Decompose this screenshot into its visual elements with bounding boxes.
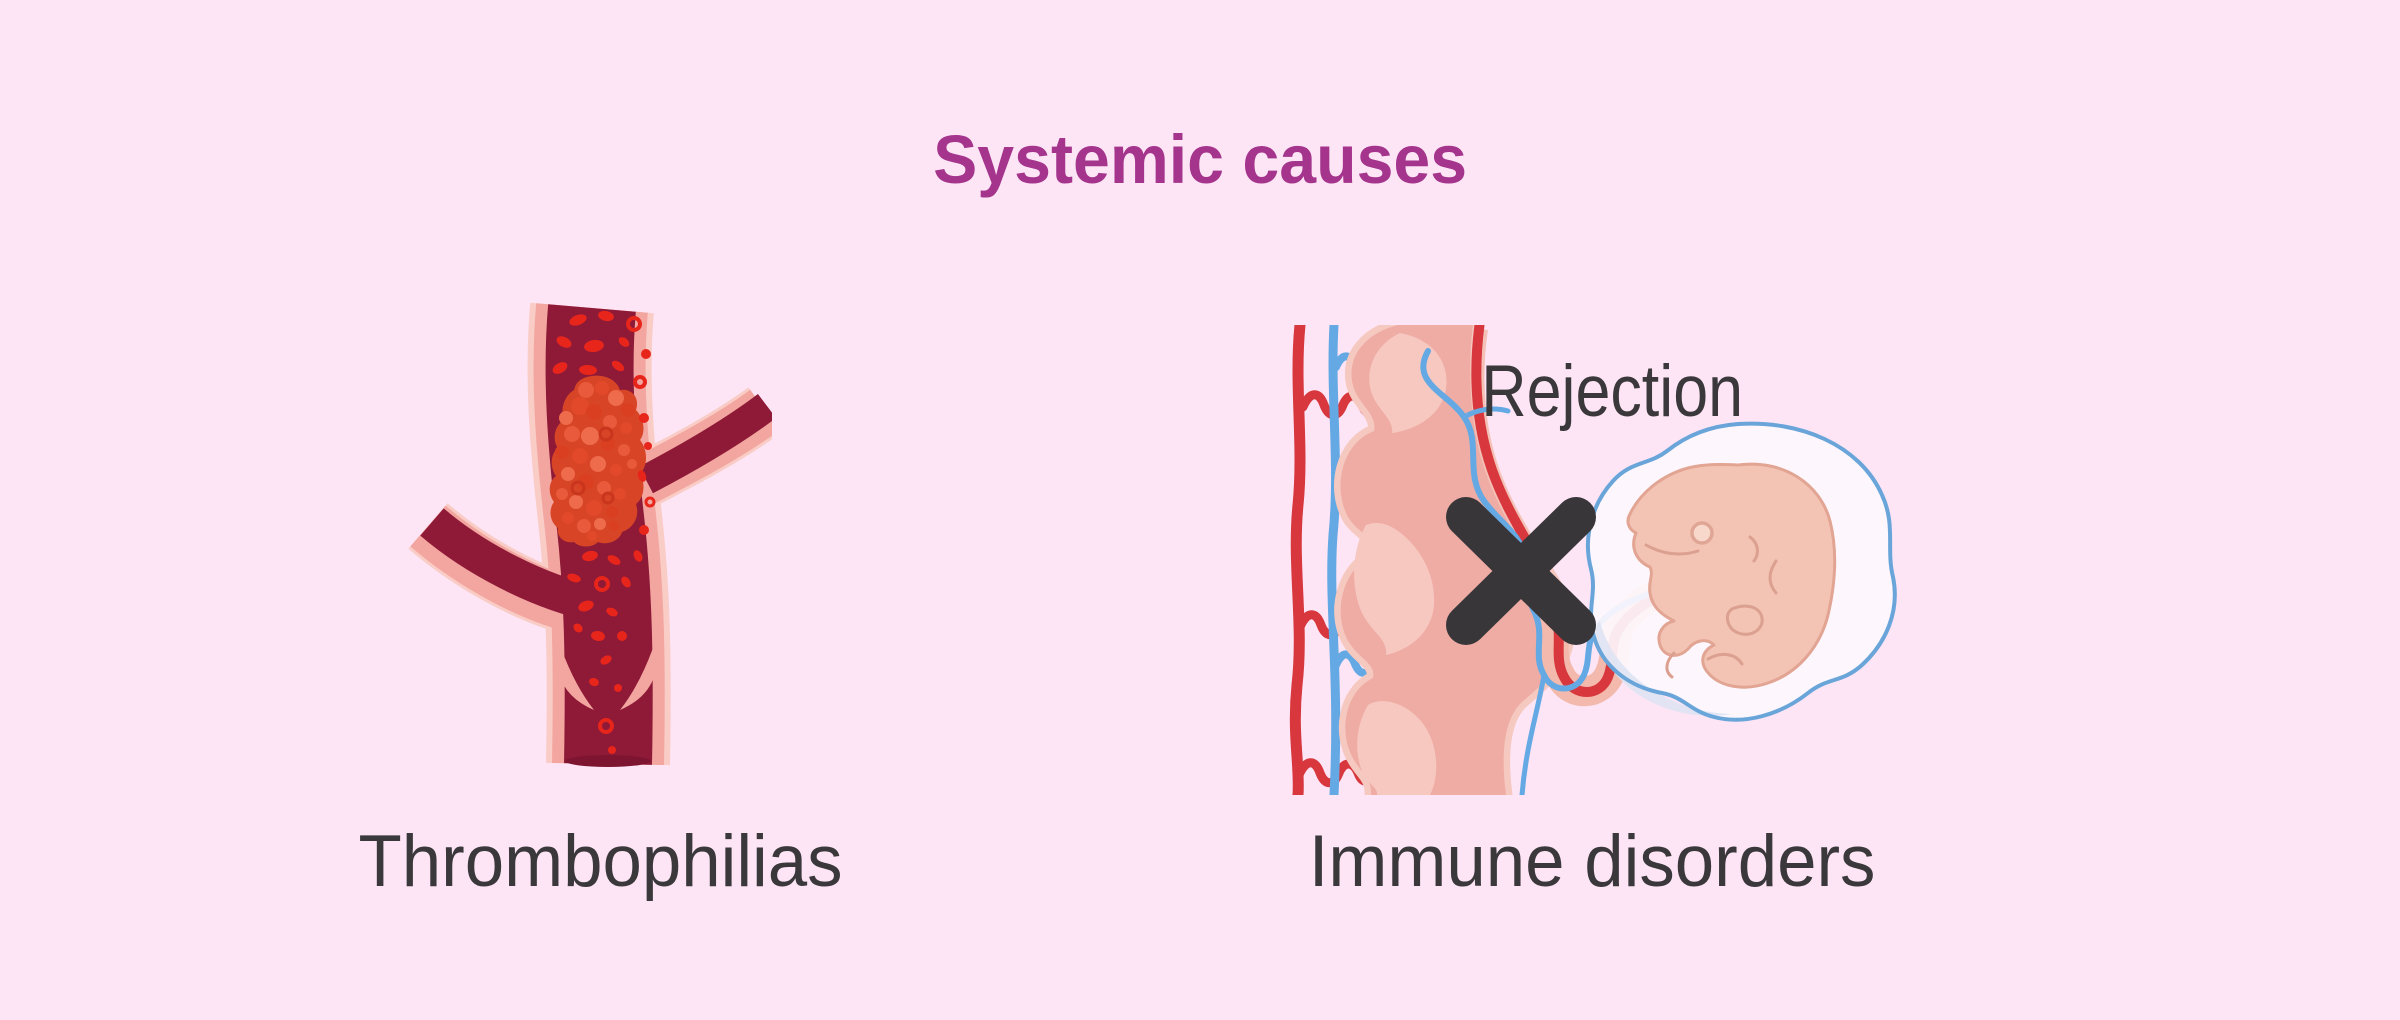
endometrium-tissue [1334, 325, 1575, 795]
panel-caption-immune-disorders: Immune disorders [1242, 821, 1942, 902]
sac-inner-shading [1595, 621, 1732, 716]
rejection-label-text: Rejection [1481, 351, 1744, 432]
blood-vessel-illustration [408, 302, 772, 767]
panel-caption-thrombophilias: Thrombophilias [251, 821, 951, 902]
clot-platelet-texture [555, 381, 637, 541]
caption-text: Thrombophilias [358, 821, 844, 902]
vessel-open-end [565, 755, 651, 767]
rejection-cross-icon [1446, 497, 1596, 645]
red-blood-cells [552, 310, 656, 754]
endometrium-light-patches [1354, 333, 1447, 795]
uterus-embryo-illustration [1289, 325, 1897, 795]
caption-text: Immune disorders [1308, 821, 1876, 902]
vessel-valve [559, 648, 655, 710]
rejection-label: Rejection [1440, 351, 1785, 432]
page-title-text: Systemic causes [933, 121, 1467, 198]
embryo-eye [1690, 521, 1714, 545]
page-title: Systemic causes [0, 121, 2400, 198]
embryo-arm [1725, 604, 1764, 636]
thrombus-clot [549, 375, 646, 547]
embryo [1626, 462, 1837, 689]
